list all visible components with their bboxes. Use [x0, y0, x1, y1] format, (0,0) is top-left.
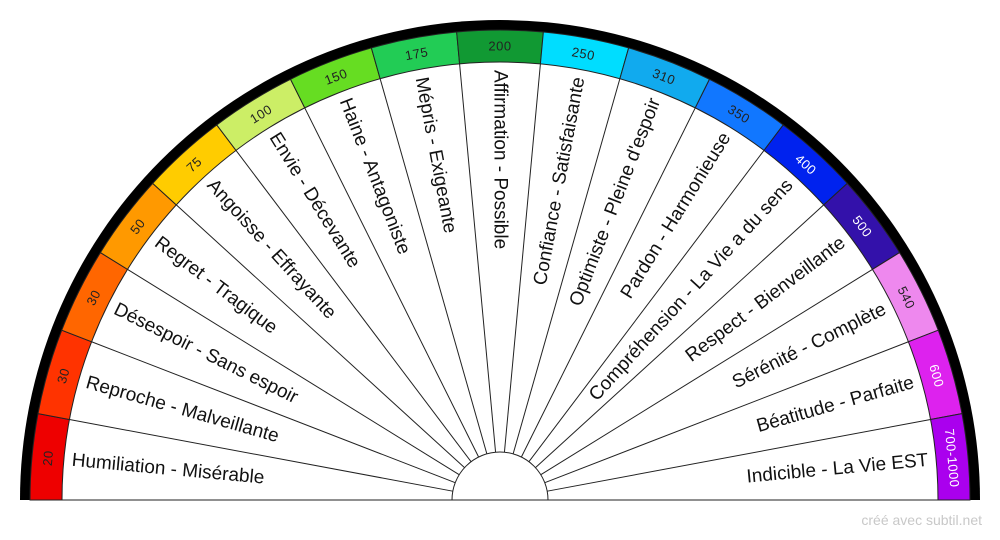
hub: [451, 451, 549, 501]
divider-line-16: [547, 419, 931, 492]
level-number-2: 30: [83, 287, 103, 308]
level-number-1: 30: [54, 366, 73, 385]
divider-line-1: [69, 419, 453, 492]
divider-line-12: [528, 150, 765, 462]
divider-line-8: [459, 63, 497, 453]
level-number-7: 175: [404, 44, 430, 63]
divider-line-15: [544, 341, 909, 484]
segment-divider-lines: [62, 63, 938, 501]
white-disc: [61, 61, 939, 501]
divider-line-11: [520, 107, 696, 458]
divider-line-4: [175, 204, 465, 469]
level-number-15: 600: [926, 363, 947, 389]
divider-line-14: [540, 268, 873, 476]
level-number-3: 50: [127, 216, 148, 237]
credit-text: créé avec subtil.net: [861, 512, 982, 528]
divider-line-9: [503, 63, 541, 453]
level-number-0: 20: [40, 450, 56, 467]
level-number-8: 200: [488, 39, 511, 54]
divider-line-3: [127, 268, 460, 476]
white-label-area: [61, 61, 939, 501]
divider-line-6: [304, 107, 480, 458]
segment-label-8: Affirmation - Possible: [490, 70, 511, 249]
divider-line-10: [512, 78, 621, 454]
center-hub: [451, 451, 549, 501]
divider-line-5: [235, 150, 472, 462]
level-number-16: 700-1000: [942, 428, 962, 488]
divider-line-2: [91, 341, 456, 484]
divider-line-7: [379, 78, 488, 454]
divider-line-13: [535, 204, 825, 469]
level-number-9: 250: [571, 44, 597, 63]
